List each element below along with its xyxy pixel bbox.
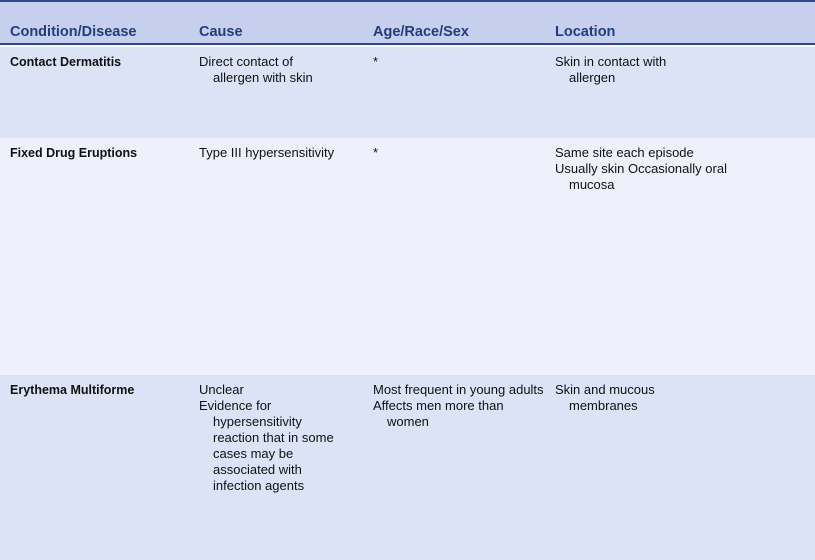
age-line: Affects men more than women	[373, 398, 504, 429]
age-line: *	[373, 54, 379, 69]
cause-cell: Direct contact of allergen with skin	[199, 54, 359, 86]
cause-line: Unclear	[199, 382, 244, 397]
location-cell: Skin in contact with allergen	[555, 54, 755, 86]
cause-line: Type III hypersensitivity	[199, 145, 335, 160]
age-line: Most frequent in young adults	[373, 382, 544, 397]
table-header: Condition/Disease Cause Age/Race/Sex Loc…	[0, 0, 815, 45]
age-race-sex-cell: *	[373, 145, 543, 161]
table-row: Fixed Drug Eruptions Type III hypersensi…	[0, 138, 815, 375]
location-line: Skin in contact with allergen	[555, 54, 667, 85]
header-age-race-sex: Age/Race/Sex	[373, 24, 469, 40]
condition-cell: Contact Dermatitis	[10, 55, 122, 69]
table-row: Contact Dermatitis Direct contact of all…	[0, 47, 815, 138]
location-line: Usually skin Occasionally oral mucosa	[555, 161, 727, 192]
location-cell: Skin and mucous membranes	[555, 382, 755, 414]
condition-cell: Fixed Drug Eruptions	[10, 146, 138, 160]
header-condition: Condition/Disease	[10, 24, 137, 40]
cause-line: Direct contact of allergen with skin	[199, 54, 313, 85]
age-race-sex-cell: Most frequent in young adults Affects me…	[373, 382, 544, 430]
header-location: Location	[555, 24, 616, 40]
cause-line: Evidence for hypersensitivity reaction t…	[199, 398, 334, 493]
header-cause: Cause	[199, 24, 243, 40]
location-cell: Same site each episode Usually skin Occa…	[555, 145, 755, 193]
table-row: Erythema Multiforme Unclear Evidence for…	[0, 375, 815, 560]
location-line: Same site each episode	[555, 145, 694, 160]
age-race-sex-cell: *	[373, 54, 543, 70]
location-line: Skin and mucous membranes	[555, 382, 655, 413]
age-line: *	[373, 145, 379, 160]
cause-cell: Unclear Evidence for hypersensitivity re…	[199, 382, 359, 494]
condition-cell: Erythema Multiforme	[10, 383, 135, 397]
cause-cell: Type III hypersensitivity	[199, 145, 359, 161]
